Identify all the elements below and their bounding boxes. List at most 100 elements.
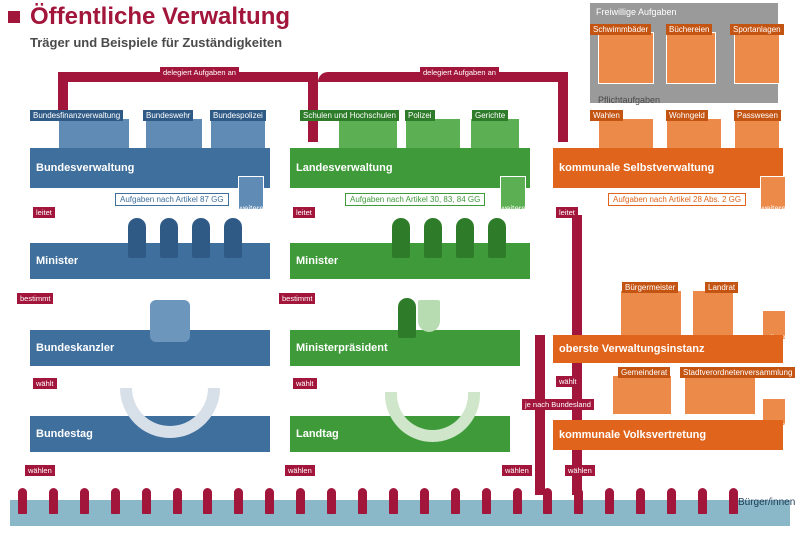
bund-waehlt: wählt xyxy=(33,378,57,389)
je-nach-bundesland: je nach Bundesland xyxy=(522,399,594,410)
kommune-weitere-icon xyxy=(760,176,786,210)
bund-articles: Aufgaben nach Artikel 87 GG xyxy=(115,193,229,206)
citizen-icon xyxy=(543,488,553,514)
oberste-verwaltungsinstanz-label: oberste Verwaltungsinstanz xyxy=(559,343,705,355)
land-minister-figures xyxy=(392,218,517,258)
citizen-icon xyxy=(667,488,677,514)
bundeskanzler-label: Bundeskanzler xyxy=(36,342,115,354)
person-icon xyxy=(488,218,506,258)
pflichtaufgaben-title: Pflichtaufgaben xyxy=(598,95,661,105)
citizen-icon xyxy=(512,488,522,514)
kommunale-selbstverwaltung-band: kommunale Selbstverwaltung xyxy=(553,148,783,188)
land-bestimmt: bestimmt xyxy=(279,293,316,304)
landesverwaltung-label: Landesverwaltung xyxy=(296,162,393,174)
schwimmbaeder-icon xyxy=(598,32,654,84)
bund-leitet: leitet xyxy=(33,207,55,218)
land-example-3: Gerichte xyxy=(472,110,509,121)
delegation-pipe-right-down xyxy=(558,72,568,142)
oberste-verwaltungsinstanz-band: oberste Verwaltungsinstanz xyxy=(553,335,783,363)
buechereien-icon xyxy=(666,32,716,84)
citizen-icon xyxy=(110,488,120,514)
citizens-figures xyxy=(18,488,738,516)
land-articles: Aufgaben nach Artikel 30, 83, 84 GG xyxy=(345,193,486,206)
kommune-waehlen-1: wählen xyxy=(502,465,532,476)
citizen-icon xyxy=(605,488,615,514)
land-waehlen: wählen xyxy=(285,465,315,476)
bund-bestimmt: bestimmt xyxy=(17,293,54,304)
kommune-freiwillig-2: Büchereien xyxy=(666,24,713,35)
land-waehlt: wählt xyxy=(293,378,317,389)
bund-example-2: Bundeswehr xyxy=(143,110,194,121)
land-weitere-label: weitere xyxy=(500,204,526,213)
kommune-leitet: leitet xyxy=(556,207,578,218)
kommune-waehlt: wählt xyxy=(556,376,580,387)
citizen-icon xyxy=(450,488,460,514)
land-weitere-icon xyxy=(500,176,526,210)
sportanlagen-icon xyxy=(734,32,780,84)
kommunale-volksvertretung-band: kommunale Volksvertretung xyxy=(553,420,783,450)
kommune-articles: Aufgaben nach Artikel 28 Abs. 2 GG xyxy=(608,193,747,206)
page-title: Öffentliche Verwaltung xyxy=(30,3,291,30)
kommune-waehlen-2: wählen xyxy=(565,465,595,476)
kommune-leader-2: Landrat xyxy=(705,282,739,293)
kommune-weitere-label: weitere xyxy=(760,204,786,213)
citizen-icon xyxy=(419,488,429,514)
title-marker xyxy=(8,11,20,23)
delegation-pipe-left-down xyxy=(58,72,68,142)
kommune-freiwillig-1: Schwimmbäder xyxy=(590,24,652,35)
person-icon xyxy=(192,218,210,258)
citizen-icon xyxy=(234,488,244,514)
kommune-pflicht-1: Wahlen xyxy=(590,110,623,121)
ministerpraesident-figure xyxy=(398,298,416,338)
instanz-pipe xyxy=(535,335,545,495)
bund-minister-label: Minister xyxy=(36,255,79,267)
person-icon xyxy=(424,218,442,258)
page-subtitle: Träger und Beispiele für Zuständigkeiten xyxy=(30,35,283,50)
citizen-icon xyxy=(388,488,398,514)
kommune-pflicht-3: Passwesen xyxy=(734,110,781,121)
landtag-label: Landtag xyxy=(296,428,339,440)
person-icon xyxy=(160,218,178,258)
citizen-icon xyxy=(296,488,306,514)
land-example-1: Schulen und Hochschulen xyxy=(300,110,399,121)
land-coat-of-arms-icon xyxy=(418,300,440,332)
citizen-icon xyxy=(141,488,151,514)
person-icon xyxy=(456,218,474,258)
citizen-icon xyxy=(265,488,275,514)
citizen-icon xyxy=(327,488,337,514)
kommune-council-2: Stadtverordnetenversammlung xyxy=(680,367,796,378)
bundesverwaltung-band: Bundesverwaltung xyxy=(30,148,270,188)
bund-example-3: Bundespolizei xyxy=(210,110,266,121)
bund-minister-figures xyxy=(128,218,253,258)
delegation-label-right: delegiert Aufgaben an xyxy=(420,67,499,78)
bund-weitere-label: weitere xyxy=(238,204,264,213)
bund-example-1: Bundesfinanzverwaltung xyxy=(30,110,124,121)
gemeinderat-icon xyxy=(612,375,672,415)
citizen-icon xyxy=(18,488,27,514)
citizen-icon xyxy=(697,488,707,514)
person-icon xyxy=(392,218,410,258)
citizens-bar xyxy=(10,500,790,526)
ministerpraesident-label: Ministerpräsident xyxy=(296,342,388,354)
person-icon xyxy=(224,218,242,258)
landrat-icon xyxy=(692,290,734,342)
citizen-icon xyxy=(79,488,89,514)
kommunale-selbstverwaltung-label: kommunale Selbstverwaltung xyxy=(559,162,715,174)
kommunale-volksvertretung-label: kommunale Volksvertretung xyxy=(559,429,707,441)
citizen-icon xyxy=(48,488,58,514)
land-leitet: leitet xyxy=(293,207,315,218)
citizens-label: Bürger/innen xyxy=(738,497,796,508)
land-minister-label: Minister xyxy=(296,255,339,267)
bundestag-label: Bundestag xyxy=(36,428,93,440)
kommune-freiwillig-3: Sportanlagen xyxy=(730,24,784,35)
land-example-2: Polizei xyxy=(405,110,435,121)
citizen-icon xyxy=(574,488,584,514)
citizen-icon xyxy=(481,488,491,514)
eagle-icon xyxy=(150,300,190,342)
bundesverwaltung-label: Bundesverwaltung xyxy=(36,162,135,174)
kommune-pflicht-2: Wohngeld xyxy=(666,110,708,121)
stadtverordnetenversammlung-icon xyxy=(684,375,756,415)
citizen-icon xyxy=(728,488,738,514)
citizen-icon xyxy=(203,488,213,514)
kommune-leader-1: Bürgermeister xyxy=(622,282,679,293)
